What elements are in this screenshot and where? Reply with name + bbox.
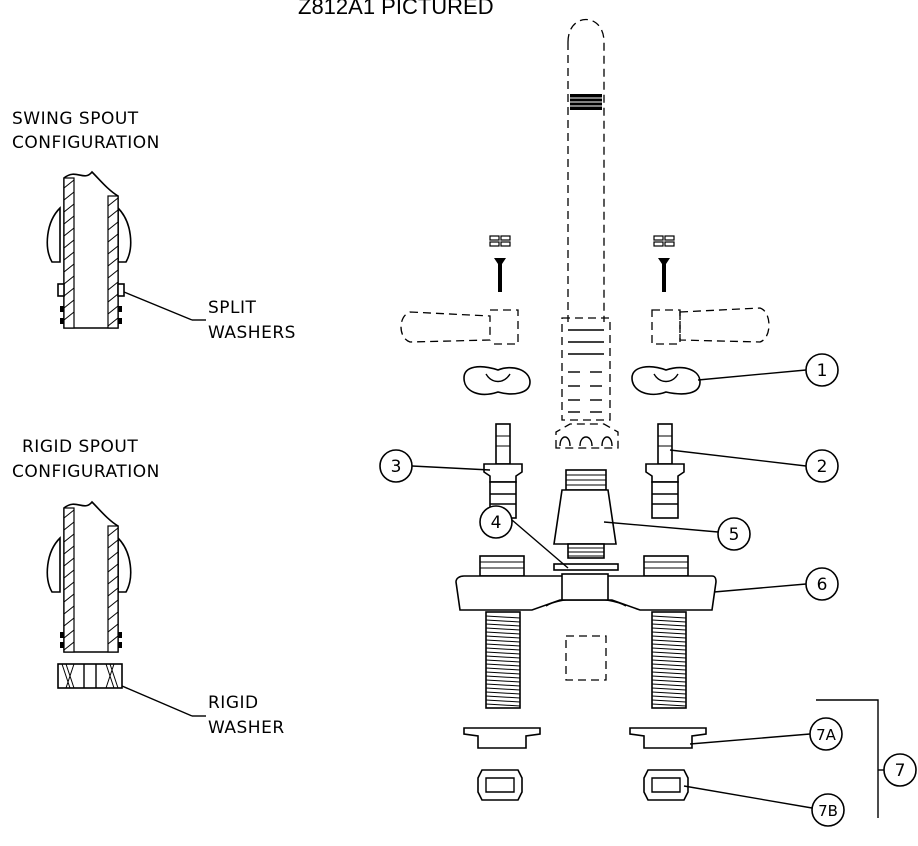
callout-4-text: 4	[491, 513, 502, 533]
rigid-washer-label-line1: RIGID	[208, 693, 259, 713]
swing-config-label-line1: SWING SPOUT	[12, 109, 139, 129]
spout-adapter	[553, 469, 617, 559]
lock-nuts	[477, 769, 689, 801]
right-cartridge	[645, 423, 685, 519]
callout-6-text: 6	[817, 575, 828, 595]
right-handle-assembly	[631, 235, 770, 396]
callout-5: 5	[717, 517, 751, 551]
callout-7a: 7A	[809, 717, 843, 751]
left-handle-assembly	[400, 235, 531, 396]
callout-1: 1	[805, 353, 839, 387]
rigid-config-label-line1: RIGID SPOUT	[22, 437, 138, 457]
swing-config-label-line2: CONFIGURATION	[12, 133, 160, 153]
callout-4: 4	[479, 505, 513, 539]
callout-3-text: 3	[391, 457, 402, 477]
faucet-body	[455, 555, 717, 709]
callout-7a-text: 7A	[816, 726, 837, 744]
swing-spout-section	[46, 170, 206, 329]
left-cartridge	[483, 423, 523, 519]
spout-outline	[555, 18, 619, 449]
callout-2-text: 2	[817, 457, 828, 477]
rigid-spout-section	[46, 500, 206, 717]
callout-6: 6	[805, 567, 839, 601]
rigid-config-label-line2: CONFIGURATION	[12, 462, 160, 482]
callout-7-text: 7	[895, 761, 906, 781]
callout-leaders	[411, 369, 884, 818]
split-washers-label-line2: WASHERS	[208, 323, 296, 343]
callout-7b-text: 7B	[818, 802, 838, 820]
mounting-washers	[463, 727, 707, 749]
callout-2: 2	[805, 449, 839, 483]
callout-1-text: 1	[817, 361, 828, 381]
callout-5-text: 5	[729, 525, 740, 545]
callout-3: 3	[379, 449, 413, 483]
gasket-washer	[553, 563, 619, 571]
diagram-title: Z812A1 PICTURED	[298, 0, 494, 19]
callout-7b: 7B	[811, 793, 845, 827]
split-washers-label-line1: SPLIT	[208, 298, 257, 318]
callout-7: 7	[883, 753, 917, 787]
rigid-washer-label-line2: WASHER	[208, 718, 285, 738]
